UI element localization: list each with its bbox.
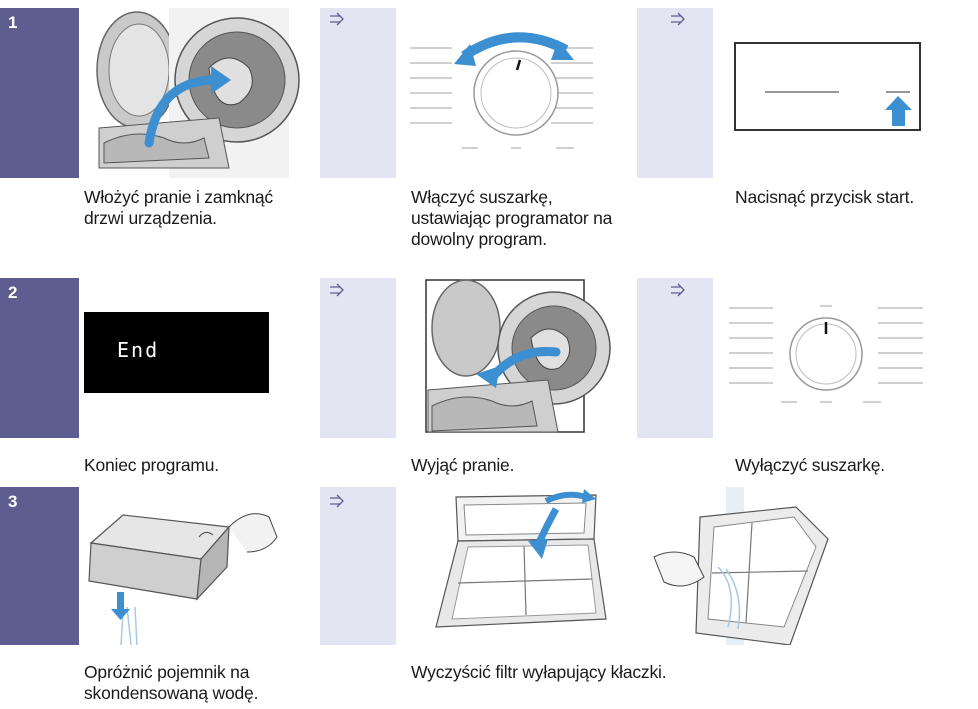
step-1-caption-3: Nacisnąć przycisk start.: [735, 187, 914, 207]
step-3-caption-1: Opróżnić pojemnik na skondensowaną wodę.: [84, 662, 259, 703]
step-2-caption-3: Wyłączyć suszarkę.: [735, 455, 885, 475]
step-2-badge: 2: [0, 278, 79, 438]
step-arrow-icon: [671, 283, 685, 297]
step-1-number: 1: [8, 13, 18, 32]
step-1-caption-1: Włożyć pranie i zamknąć drzwi urządzenia…: [84, 187, 273, 228]
step-arrow-icon: [330, 494, 344, 508]
end-display-illustration: End: [79, 278, 320, 438]
dial-off-illustration: [713, 278, 978, 438]
step-3-caption-2: Wyczyścić filtr wyłapujący kłaczki.: [411, 662, 667, 682]
step-3-number: 3: [8, 492, 18, 511]
program-dial-illustration: [396, 8, 637, 178]
remove-laundry-illustration: [396, 278, 637, 438]
step-arrow-icon: [330, 283, 344, 297]
step-2-caption-1: Koniec programu.: [84, 455, 219, 475]
display-text: End: [117, 338, 160, 362]
start-button-illustration: [713, 8, 978, 178]
step-arrow-icon: [330, 12, 344, 26]
step-2-number: 2: [8, 283, 18, 302]
water-container-illustration: [79, 487, 320, 645]
step-1-badge: 1: [0, 8, 79, 178]
step-arrow-icon: [671, 12, 685, 26]
lint-filter-illustration: [396, 487, 978, 645]
step-3-badge: 3: [0, 487, 79, 645]
display-screen: End: [84, 312, 269, 393]
load-laundry-illustration: [79, 8, 320, 178]
step-2-caption-2: Wyjąć pranie.: [411, 455, 515, 475]
step-1-caption-2: Włączyć suszarkę, ustawiając programator…: [411, 187, 613, 249]
